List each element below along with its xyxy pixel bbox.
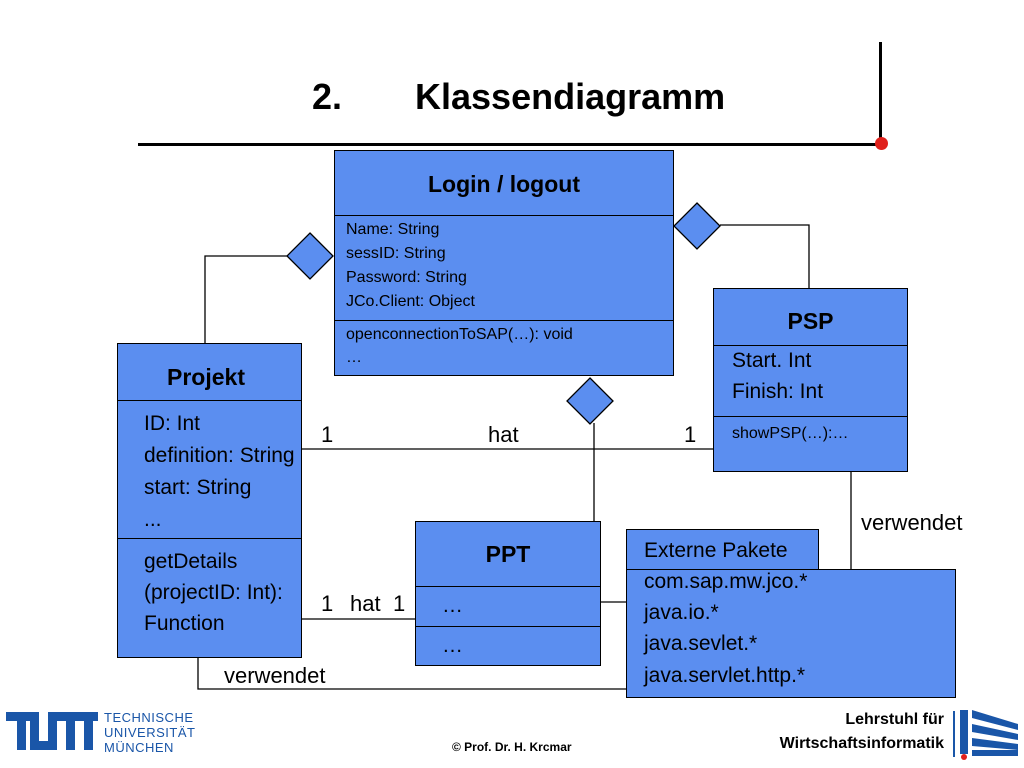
package-body: com.sap.mw.jco.* java.io.* java.sevlet.*… [626, 569, 956, 698]
class-projekt-method: Function [144, 612, 225, 635]
package-item: java.io.* [644, 601, 719, 624]
package-name: Externe Pakete [644, 539, 788, 562]
class-login-method: openconnectionToSAP(…): void [346, 326, 573, 343]
uses-label-psp: verwendet [861, 510, 963, 535]
assoc-label-projekt-ppt: hat [350, 591, 381, 616]
mult-projekt-ppt-right: 1 [393, 591, 406, 616]
tum-wordmark-line: UNIVERSITÄT [104, 725, 196, 740]
package-item: com.sap.mw.jco.* [644, 570, 808, 593]
class-ppt-attr: … [442, 594, 463, 617]
class-psp-attr: Finish: Int [732, 380, 824, 403]
class-ppt-method: … [442, 634, 463, 657]
projekt-login-link [204, 255, 288, 343]
page-title: Klassendiagramm [415, 76, 726, 117]
package-item: java.servlet.http.* [644, 664, 806, 687]
class-projekt-method: (projectID: Int): [144, 581, 283, 604]
aggregation-diamond-projekt [286, 232, 334, 280]
slide-number: 2. [312, 76, 343, 117]
class-psp-attr: Start. Int [732, 349, 812, 372]
login-psp-link [720, 224, 810, 288]
package-item: java.sevlet.* [644, 632, 758, 655]
mult-projekt-ppt-left: 1 [321, 591, 334, 616]
class-psp-separator-1 [714, 345, 907, 346]
class-login-name: Login / logout [427, 171, 580, 197]
class-login-attr: Name: String [346, 221, 440, 238]
class-projekt-separator-1 [118, 400, 301, 401]
chair-name-line: Wirtschaftsinformatik [779, 735, 944, 752]
chair-divider [953, 711, 955, 757]
class-projekt-method: getDetails [144, 550, 238, 573]
class-projekt: Projekt ID: Int definition: String start… [117, 343, 302, 658]
title-vertical-bar [879, 42, 882, 138]
class-login-attr: JCo.Client: Object [346, 293, 475, 310]
class-projekt-attr: definition: String [144, 444, 295, 467]
mult-projekt-psp-right: 1 [684, 422, 697, 447]
uses-label-projekt: verwendet [224, 663, 326, 688]
class-projekt-attr: ID: Int [144, 412, 201, 435]
class-psp-method: showPSP(…):… [732, 425, 849, 442]
chair-name-line: Lehrstuhl für [845, 711, 944, 728]
class-login-attr: sessID: String [346, 245, 446, 262]
aggregation-diamond-psp [673, 202, 721, 250]
class-psp-name: PSP [787, 308, 834, 334]
class-projekt-name: Projekt [167, 364, 245, 390]
title-underline [138, 143, 876, 146]
mult-projekt-psp-left: 1 [321, 422, 334, 447]
class-projekt-attr: start: String [144, 476, 252, 499]
class-login-method: … [346, 349, 362, 366]
assoc-label-projekt-psp: hat [488, 422, 519, 447]
copyright: © Prof. Dr. H. Krcmar [452, 740, 572, 754]
class-login-attr: Password: String [346, 269, 467, 286]
tum-wordmark-line: TECHNISCHE [104, 710, 194, 725]
class-psp-separator-2 [714, 416, 907, 417]
tum-logo-icon [6, 712, 98, 750]
class-psp: PSP Start. Int Finish: Int showPSP(…):… [713, 288, 908, 472]
class-ppt-separator-2 [416, 626, 600, 627]
red-dot [875, 137, 888, 150]
class-login: Login / logout Name: String sessID: Stri… [334, 150, 674, 376]
class-projekt-separator-2 [118, 538, 301, 539]
chair-logo-icon [960, 710, 1018, 760]
class-login-separator-1 [335, 215, 673, 216]
package-tab: Externe Pakete [626, 529, 819, 570]
class-projekt-attr: ... [144, 508, 162, 531]
class-ppt: PPT … … [415, 521, 601, 666]
class-ppt-separator-1 [416, 586, 600, 587]
class-login-separator-2 [335, 320, 673, 321]
aggregation-diamond-ppt [566, 377, 614, 425]
tum-wordmark-line: MÜNCHEN [104, 740, 174, 755]
class-ppt-name: PPT [485, 541, 531, 567]
